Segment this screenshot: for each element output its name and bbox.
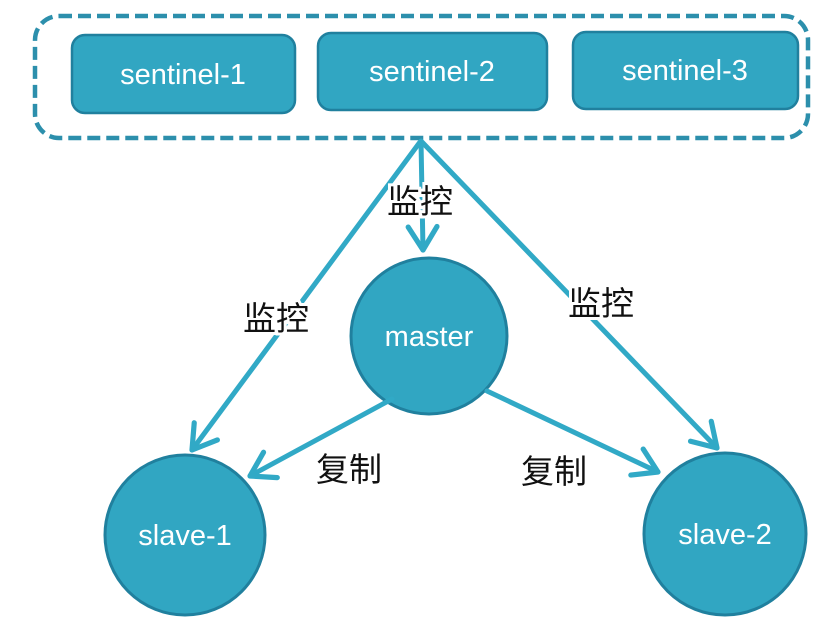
sentinel-3-box <box>571 30 800 111</box>
slave2-node: slave-2 <box>642 451 808 617</box>
sentinel-3-label: sentinel-3 <box>622 55 748 87</box>
slave2-circle <box>642 451 808 617</box>
master-label: master <box>385 321 474 353</box>
edge-sentinels-to-slave2 <box>419 139 720 451</box>
sentinel-node-3: sentinel-3 <box>571 30 800 111</box>
edge-master-to-slave2 <box>484 388 661 478</box>
master-node: master <box>349 256 509 416</box>
edge-label-monitor-master: 监控 <box>387 184 453 221</box>
slave2-label: slave-2 <box>678 519 772 551</box>
sentinel-1-box <box>70 33 297 115</box>
sentinel-group-container <box>32 13 811 141</box>
edge-label-replicate-slave1: 复制 <box>316 452 382 489</box>
slave1-circle <box>103 453 267 617</box>
edge-sentinels-to-master <box>405 138 440 253</box>
edge-master-to-slave1 <box>247 396 395 481</box>
edge-sentinels-to-slave1 <box>189 139 423 453</box>
edge-label-replicate-slave2: 复制 <box>521 454 587 491</box>
edge-label-monitor-slave1: 监控 <box>243 301 309 338</box>
sentinel-node-2: sentinel-2 <box>316 31 549 112</box>
slave1-label: slave-1 <box>138 520 232 552</box>
slave1-node: slave-1 <box>103 453 267 617</box>
sentinel-2-box <box>316 31 549 112</box>
master-circle <box>349 256 509 416</box>
edge-label-monitor-slave2: 监控 <box>568 286 634 323</box>
sentinel-2-label: sentinel-2 <box>369 56 495 88</box>
sentinel-1-label: sentinel-1 <box>120 59 246 91</box>
sentinel-node-1: sentinel-1 <box>70 33 297 115</box>
